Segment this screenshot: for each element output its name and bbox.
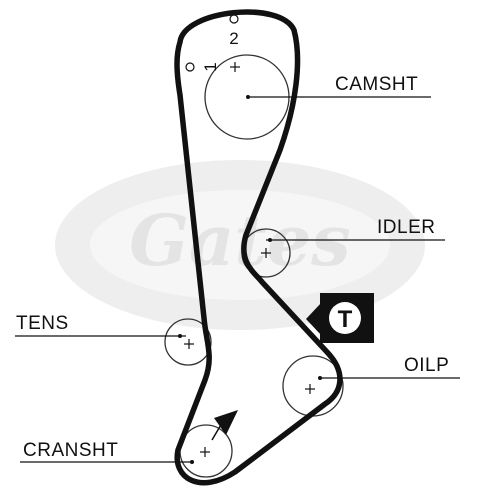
tension-badge-pointer-icon xyxy=(306,302,322,336)
label-idler: IDLER xyxy=(377,217,435,238)
camshaft-timing-marks: 2 1 xyxy=(185,14,239,72)
label-crankshaft: CRANSHT xyxy=(23,440,118,461)
timing-dot-1 xyxy=(185,62,195,72)
timing-mark-2: 2 xyxy=(229,29,238,48)
tension-badge-label: T xyxy=(338,306,353,333)
rotation-arrow-icon xyxy=(211,410,238,441)
timing-dot-2 xyxy=(229,14,239,24)
label-oil-pump: OILP xyxy=(404,355,449,376)
gates-watermark-logo: Gates xyxy=(55,160,425,330)
crankshaft-center-cross xyxy=(200,447,210,457)
crankshaft-leader-dot xyxy=(190,460,194,464)
oil-pump-center-cross xyxy=(305,384,315,394)
camshaft-center-cross xyxy=(230,62,240,72)
idler-center-cross xyxy=(261,248,271,258)
oil-pump-leader-dot xyxy=(318,376,322,380)
idler-leader-dot xyxy=(268,238,272,242)
tensioner-leader-dot xyxy=(178,334,182,338)
label-tensioner: TENS xyxy=(16,313,69,334)
tensioner-pulley xyxy=(164,318,212,366)
camshaft-leader-dot xyxy=(246,95,250,99)
tension-badge: T xyxy=(306,293,374,343)
tensioner-center-cross xyxy=(184,339,194,349)
label-camshaft: CAMSHT xyxy=(335,74,418,95)
timing-mark-1: 1 xyxy=(201,62,220,71)
timing-belt xyxy=(174,9,343,486)
